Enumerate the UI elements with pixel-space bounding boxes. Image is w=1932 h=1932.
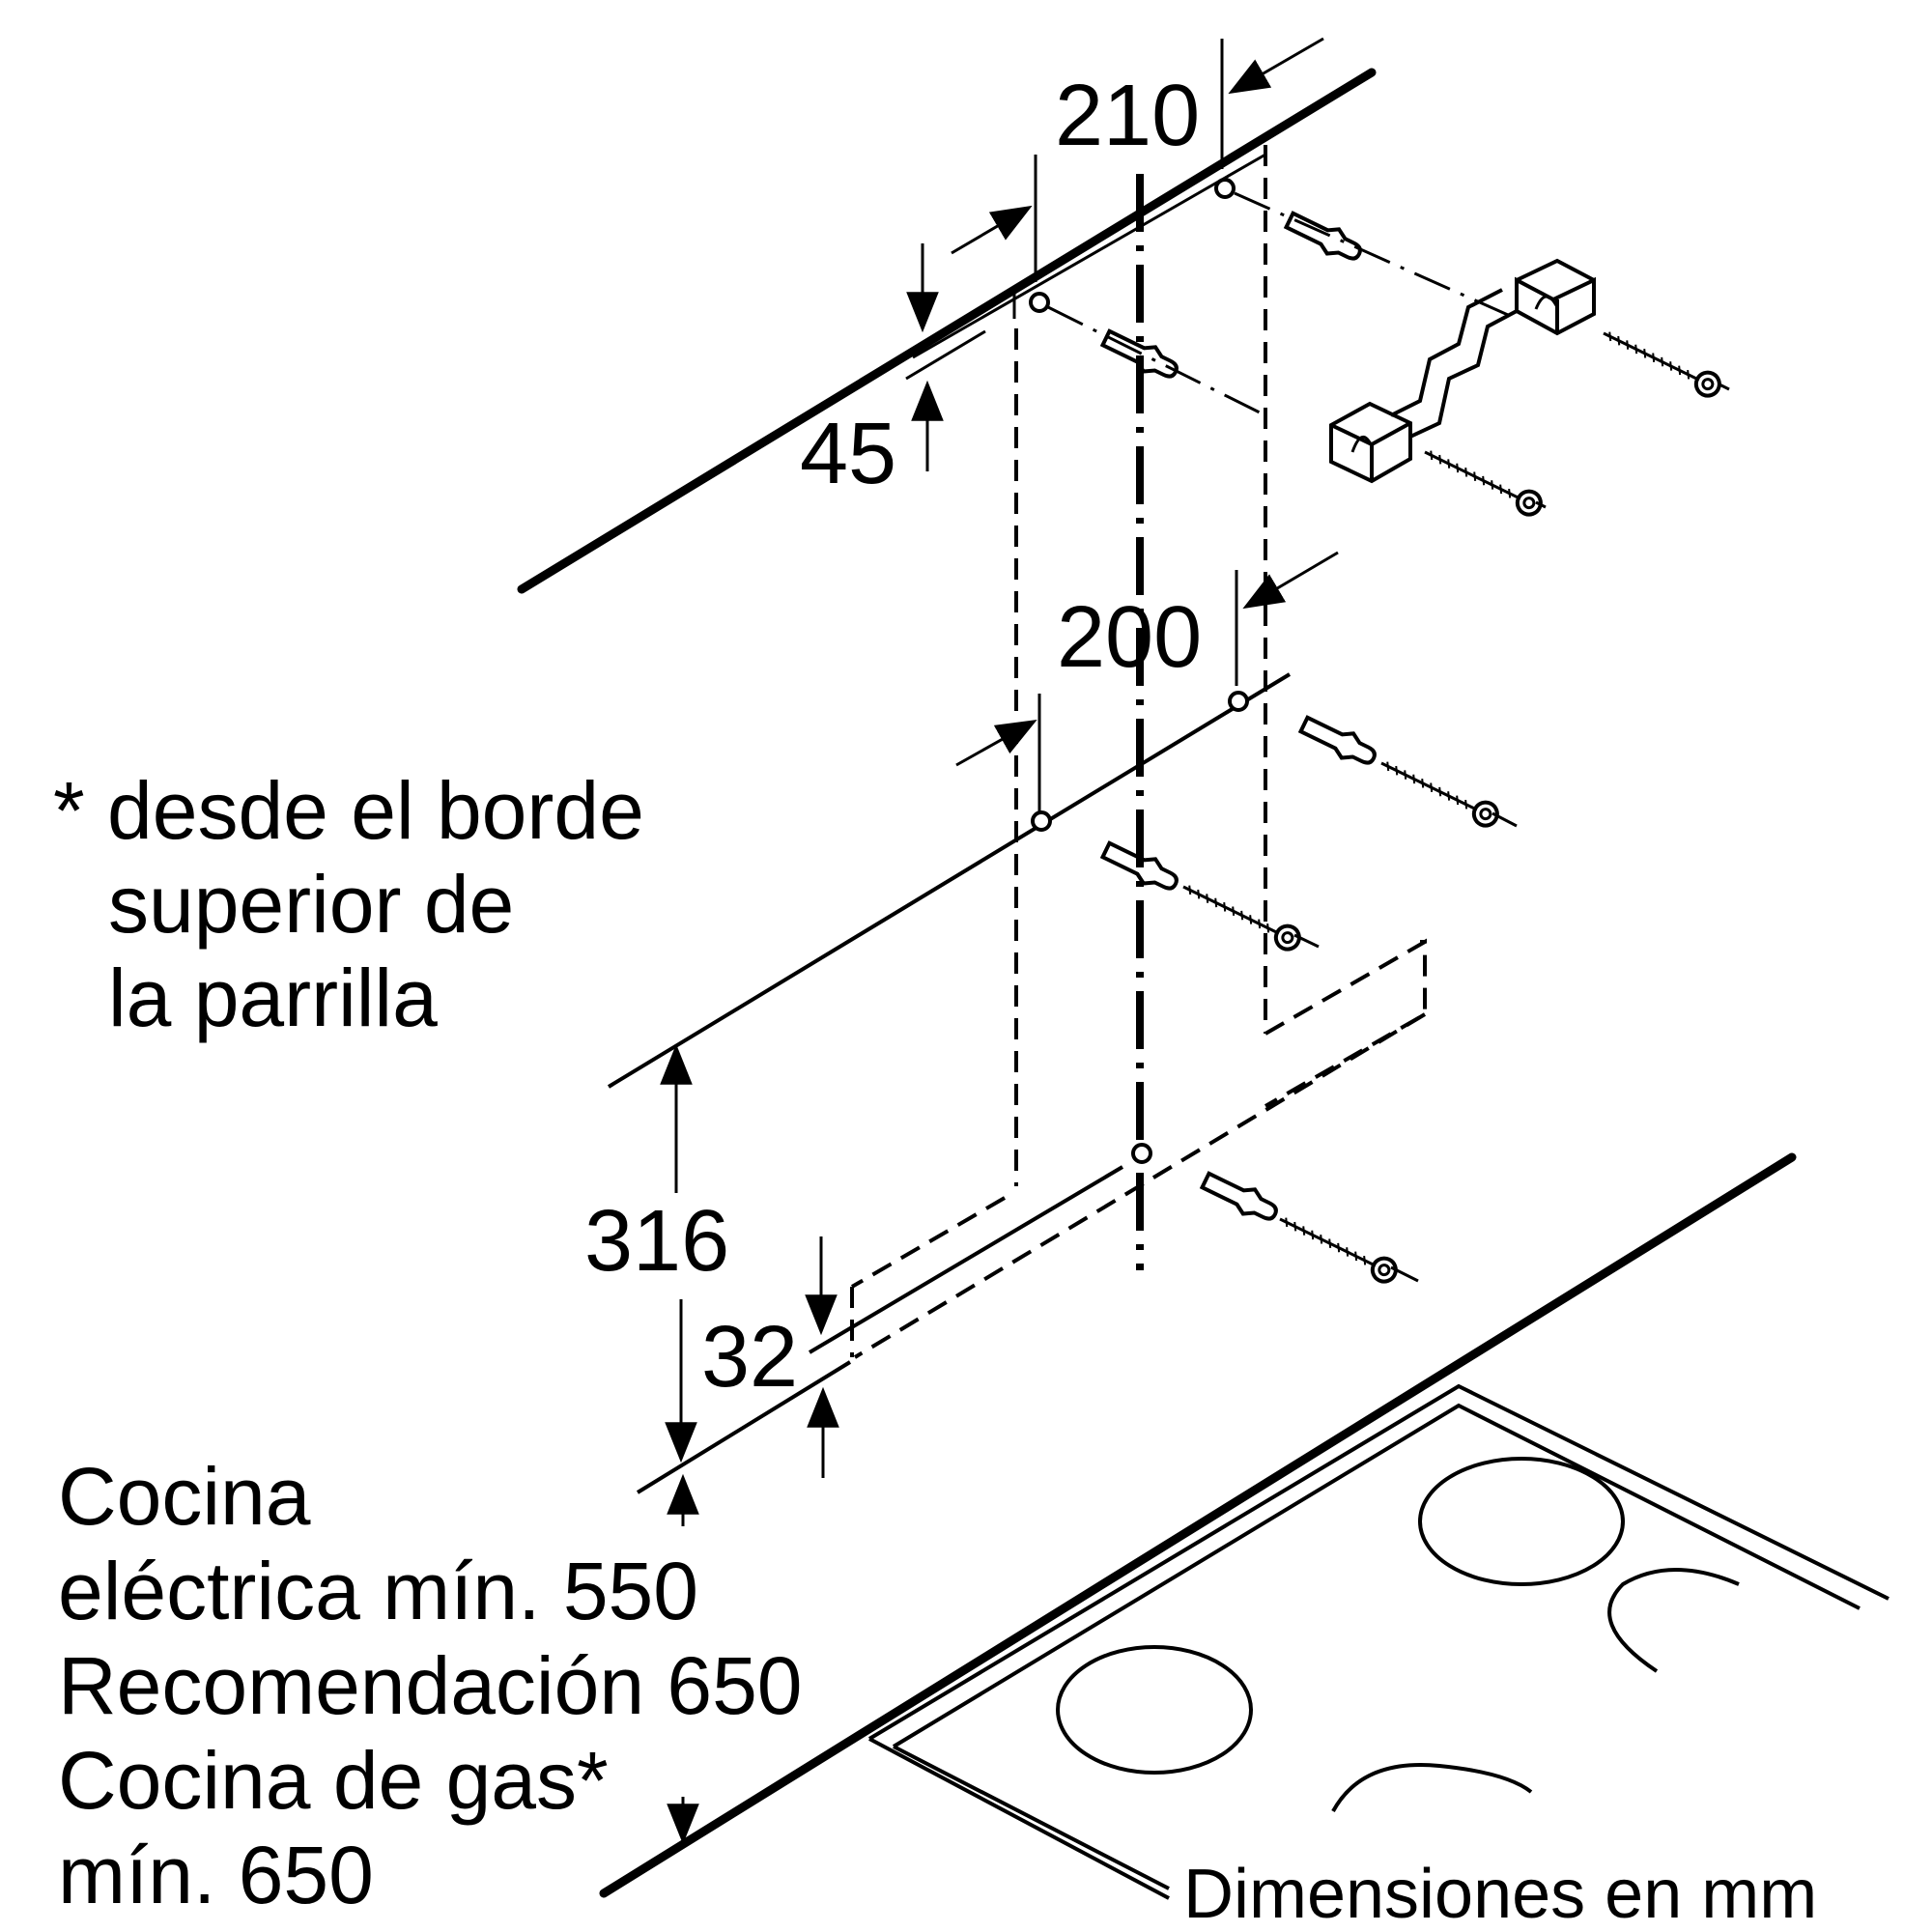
drill-hole-top-right bbox=[1214, 178, 1236, 199]
drill-hole-middle-left bbox=[1031, 810, 1052, 832]
dimension-210: 210 bbox=[951, 37, 1324, 282]
burner-ring-back bbox=[1418, 1457, 1625, 1586]
note-line-2: superior de bbox=[108, 859, 514, 950]
note-line-1: * desde el borde bbox=[53, 765, 644, 856]
clearance-line-1: Cocina bbox=[58, 1451, 311, 1542]
dimension-label-32: 32 bbox=[701, 1309, 798, 1406]
burner-ring-front bbox=[1331, 1763, 1533, 1812]
cooktop bbox=[599, 1152, 1889, 1900]
clearance-line-5: mín. 650 bbox=[58, 1830, 374, 1920]
ceiling-edge bbox=[517, 68, 1377, 594]
burner-ring-left bbox=[1056, 1645, 1253, 1775]
clearance-line-4: Cocina de gas* bbox=[58, 1735, 609, 1826]
dimension-316: 316 bbox=[584, 1043, 729, 1463]
clearance-text: Cocina eléctrica mín. 550 Recomendación … bbox=[58, 1451, 803, 1920]
note-line-3: la parrilla bbox=[108, 952, 438, 1043]
wall-plug-top-right bbox=[1284, 208, 1365, 266]
burner-ring-right bbox=[1607, 1568, 1740, 1673]
dimension-45: 45 bbox=[800, 243, 986, 502]
screw-bottom bbox=[1275, 1208, 1400, 1285]
dimension-32: 32 bbox=[701, 1236, 839, 1478]
mounting-bracket bbox=[1329, 258, 1596, 484]
wall-plug-middle-right bbox=[1298, 712, 1379, 770]
drill-hole-top-left bbox=[1029, 292, 1050, 313]
dimension-label-316: 316 bbox=[584, 1193, 729, 1290]
screw-middle-right bbox=[1377, 753, 1501, 829]
wall-plug-bottom bbox=[1200, 1168, 1281, 1226]
dimension-label-200: 200 bbox=[1057, 589, 1202, 686]
screw-middle-left bbox=[1179, 876, 1303, 952]
hood-outline bbox=[850, 938, 1427, 1359]
lower-mounting-line bbox=[636, 1165, 1124, 1494]
dimension-label-45: 45 bbox=[800, 406, 896, 502]
clearance-line-3: Recomendación 650 bbox=[58, 1640, 803, 1731]
screw-bracket-upper bbox=[1599, 323, 1723, 399]
units-label: Dimensiones en mm bbox=[1183, 1856, 1817, 1932]
clearance-line-2: eléctrica mín. 550 bbox=[58, 1546, 698, 1636]
drill-hole-middle-right bbox=[1228, 691, 1249, 712]
gas-note: * desde el borde superior de la parrilla bbox=[53, 765, 644, 1043]
dimension-label-210: 210 bbox=[1055, 68, 1200, 164]
drill-hole-bottom bbox=[1131, 1143, 1152, 1164]
screw-bracket-lower bbox=[1420, 441, 1545, 518]
middle-mounting-line bbox=[607, 672, 1292, 1089]
dimension-200: 200 bbox=[955, 551, 1339, 816]
